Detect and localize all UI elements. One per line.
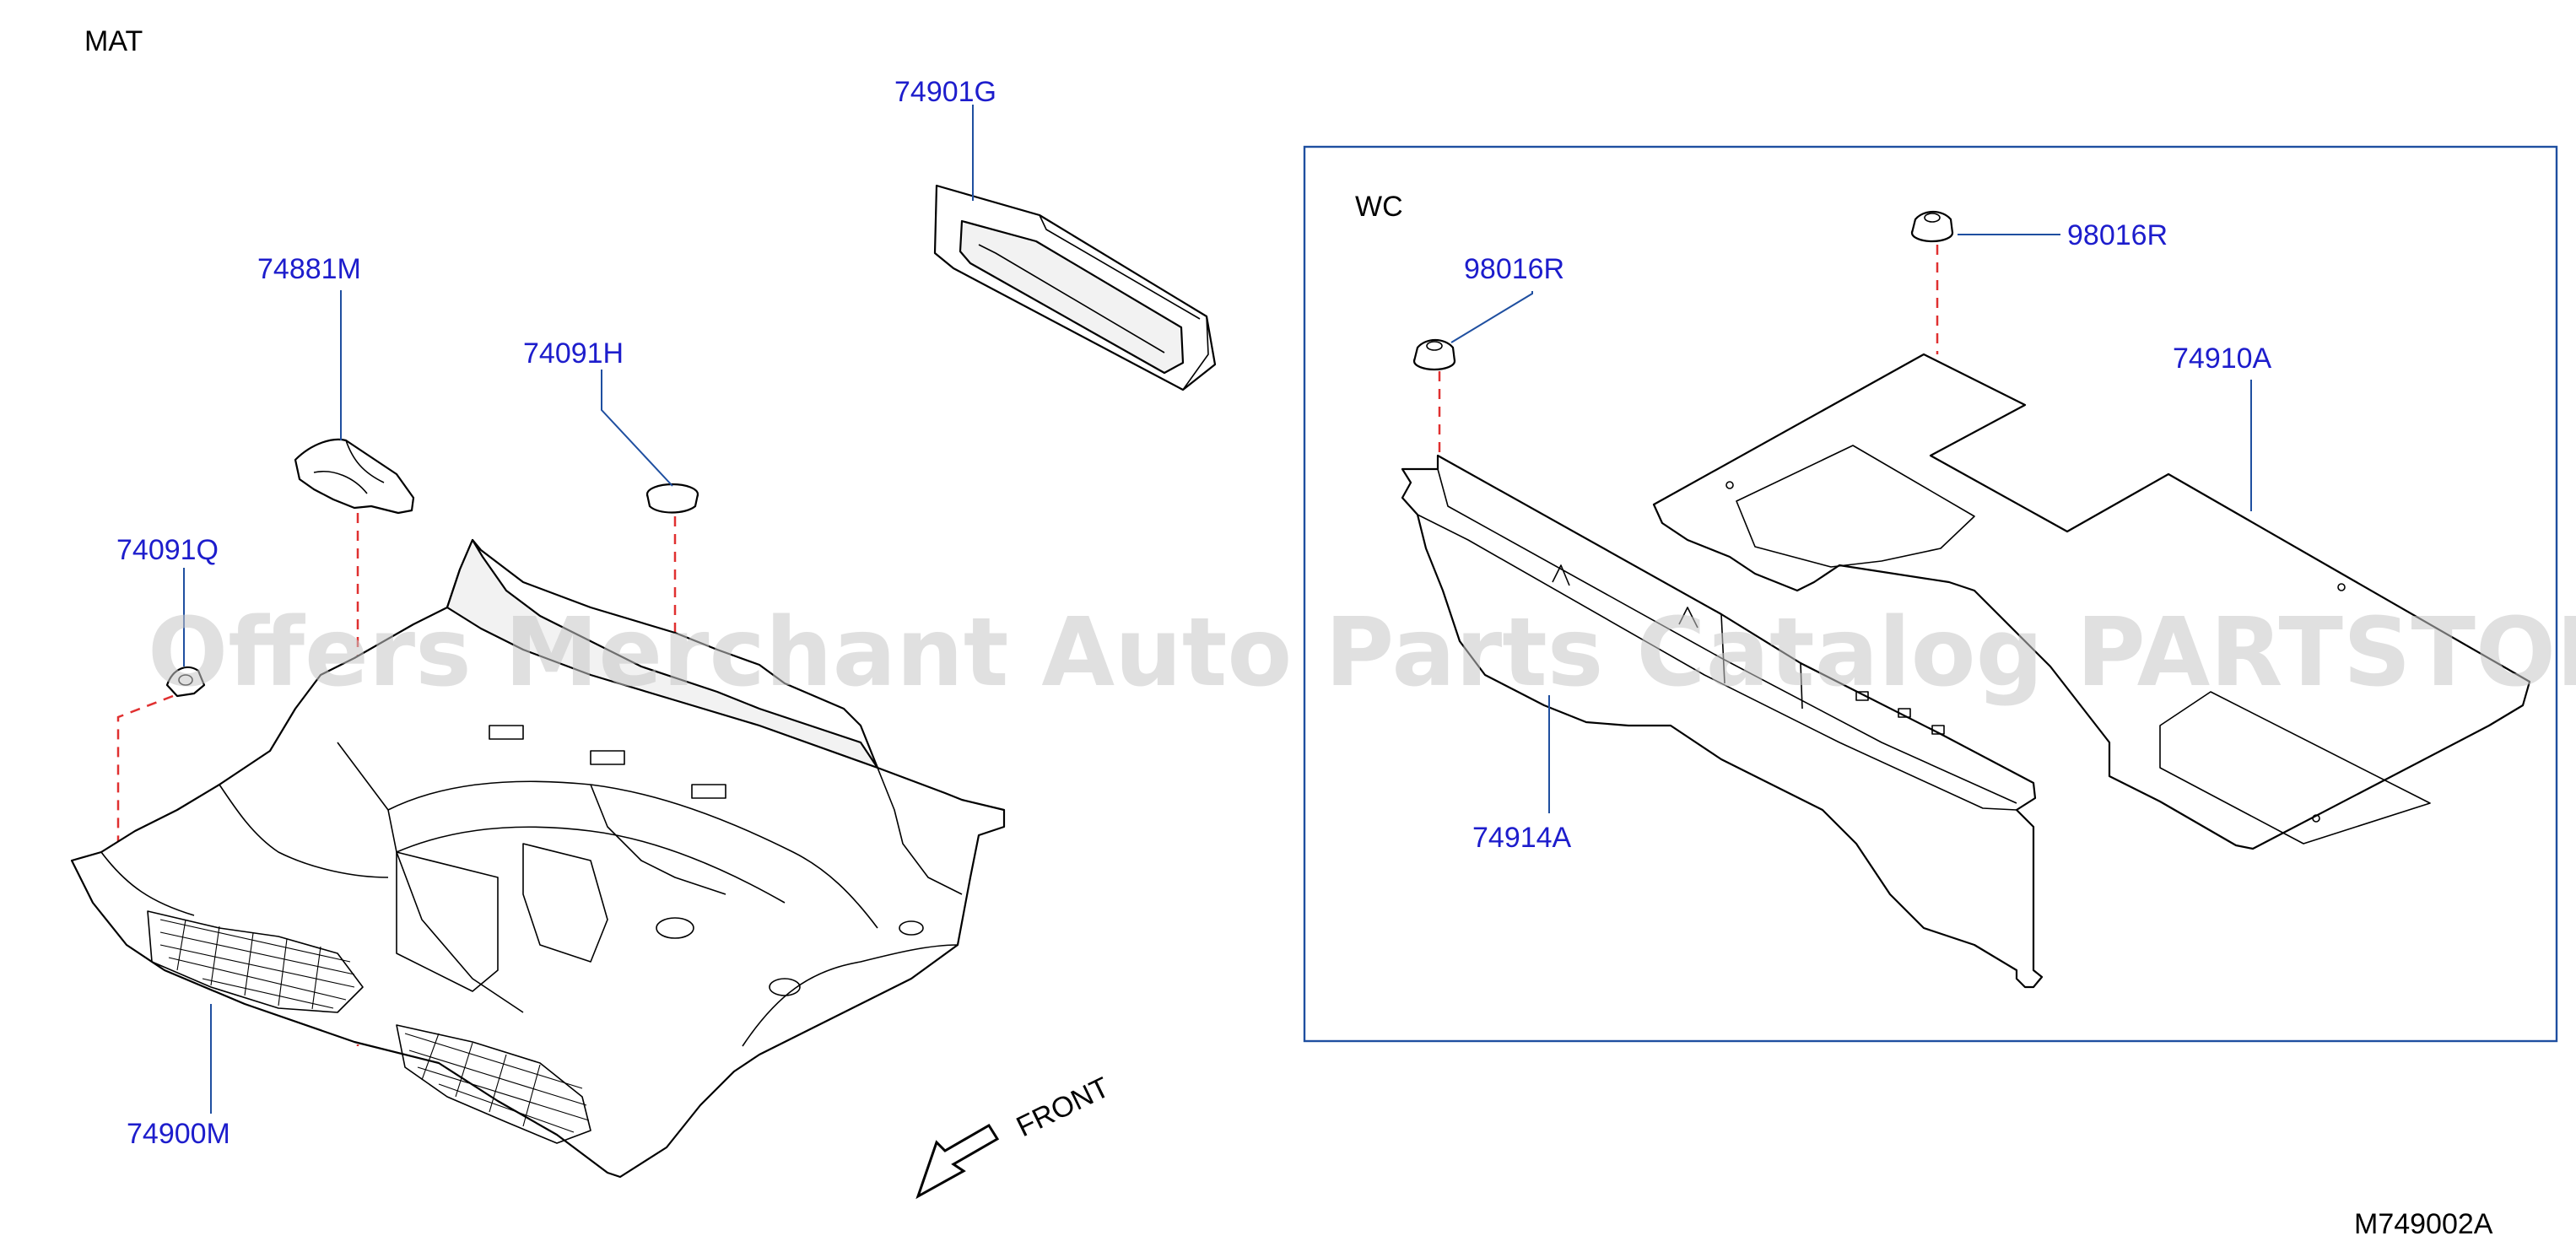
part-74091h-drawing: [645, 483, 699, 514]
part-74914a-drawing: [1401, 454, 2044, 989]
part-label-74914a[interactable]: 74914A: [1472, 822, 1572, 854]
part-label-74091h[interactable]: 74091H: [523, 337, 624, 370]
part-74910a-drawing: [1652, 353, 2531, 850]
part-74091q-drawing: [165, 666, 206, 698]
section-title: MAT: [84, 25, 143, 57]
front-arrow-icon: [915, 1123, 1000, 1200]
wc-frame: [1303, 145, 2558, 1043]
part-98016r-right-drawing: [1910, 210, 1954, 243]
part-74881m-drawing: [294, 438, 415, 515]
leader-98016r-left: [1450, 291, 1533, 343]
part-label-74881m[interactable]: 74881M: [257, 253, 361, 285]
part-74901g-drawing: [933, 184, 1217, 391]
part-74900m-drawing: [70, 538, 1006, 1179]
front-direction-label: FRONT: [1012, 1071, 1115, 1143]
part-label-74901g[interactable]: 74901G: [894, 76, 996, 108]
part-label-74091q[interactable]: 74091Q: [116, 534, 219, 566]
watermark-text: Offers Merchant Auto Parts Catalog PARTS…: [148, 598, 2576, 708]
part-label-98016r-left[interactable]: 98016R: [1464, 253, 1564, 285]
part-label-74900m[interactable]: 74900M: [127, 1118, 230, 1150]
leader-74091h: [601, 370, 673, 487]
part-label-98016r-right[interactable]: 98016R: [2067, 219, 2168, 251]
part-label-74910a[interactable]: 74910A: [2173, 343, 2272, 375]
part-98016r-left-drawing: [1412, 338, 1456, 371]
diagram-code: M749002A: [2354, 1208, 2493, 1240]
wc-section-label: WC: [1355, 191, 1403, 223]
